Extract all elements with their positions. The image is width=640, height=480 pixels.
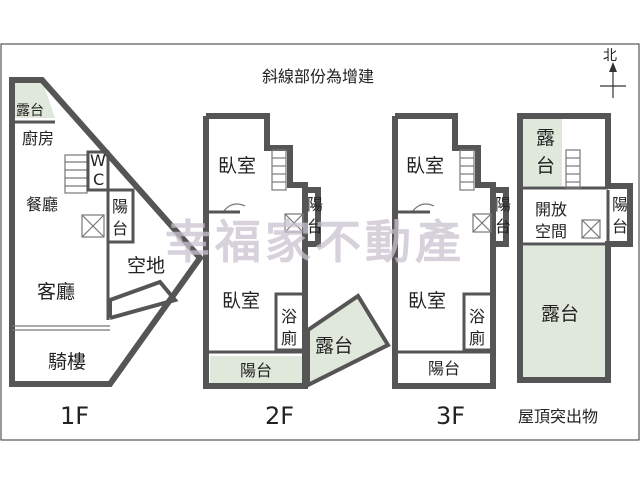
north-arrow-icon bbox=[600, 62, 626, 98]
3f-yang-label: 陽 bbox=[495, 195, 511, 214]
3f-bedroom2-label: 臥室 bbox=[408, 290, 446, 312]
1f-wc-c-label: C bbox=[93, 170, 104, 189]
2f-terrace-label: 露台 bbox=[315, 335, 353, 357]
floor-roof bbox=[517, 113, 633, 383]
1f-open-space-label: 空地 bbox=[127, 255, 165, 277]
3f-bath2-label: 廁 bbox=[469, 329, 485, 348]
plan-title: 斜線部份為增建 bbox=[262, 67, 374, 86]
3f-balcony-label: 陽台 bbox=[428, 359, 460, 378]
1f-tai-label: 台 bbox=[112, 219, 128, 238]
roof-open1-label: 開放 bbox=[535, 200, 567, 219]
2f-bath2-label: 廁 bbox=[281, 329, 297, 348]
2f-bedroom2-label: 臥室 bbox=[222, 290, 260, 312]
2f-bath1-label: 浴 bbox=[281, 307, 297, 326]
outer-frame bbox=[0, 43, 640, 441]
roof-terrace-b-label: 台 bbox=[536, 155, 555, 177]
1f-kitchen-label: 廚房 bbox=[22, 129, 54, 148]
1f-living-label: 客廳 bbox=[37, 281, 75, 303]
3f-floor-label: 3F bbox=[436, 402, 465, 430]
3f-tai-label: 台 bbox=[495, 217, 511, 236]
roof-floor-label: 屋頂突出物 bbox=[518, 407, 598, 426]
2f-floor-label: 2F bbox=[265, 402, 294, 430]
2f-bedroom1-label: 臥室 bbox=[218, 155, 256, 177]
roof-yang-label: 陽 bbox=[612, 195, 628, 214]
floor-3f bbox=[392, 113, 509, 389]
2f-balcony-label: 陽台 bbox=[240, 361, 272, 380]
floor-1f bbox=[9, 77, 204, 387]
roof-open2-label: 空間 bbox=[535, 222, 567, 241]
2f-yang-label: 陽 bbox=[307, 195, 323, 214]
floor-2f bbox=[203, 113, 391, 389]
roof-terrace-a-label: 露 bbox=[536, 127, 555, 149]
1f-wc-w-label: W bbox=[90, 151, 106, 170]
3f-bath1-label: 浴 bbox=[469, 307, 485, 326]
watermark: 幸福家不動產 bbox=[165, 215, 465, 269]
1f-dining-label: 餐廳 bbox=[26, 195, 58, 214]
north-label: 北 bbox=[603, 48, 617, 64]
1f-yang-label: 陽 bbox=[112, 197, 128, 216]
roof-tai-label: 台 bbox=[612, 217, 628, 236]
1f-arcade-label: 騎樓 bbox=[48, 351, 86, 373]
1f-balcony-label: 露台 bbox=[16, 103, 44, 119]
roof-terrace2-label: 露台 bbox=[541, 303, 579, 325]
3f-bedroom1-label: 臥室 bbox=[406, 155, 444, 177]
1f-floor-label: 1F bbox=[60, 402, 89, 430]
2f-tai-label: 台 bbox=[307, 217, 323, 236]
